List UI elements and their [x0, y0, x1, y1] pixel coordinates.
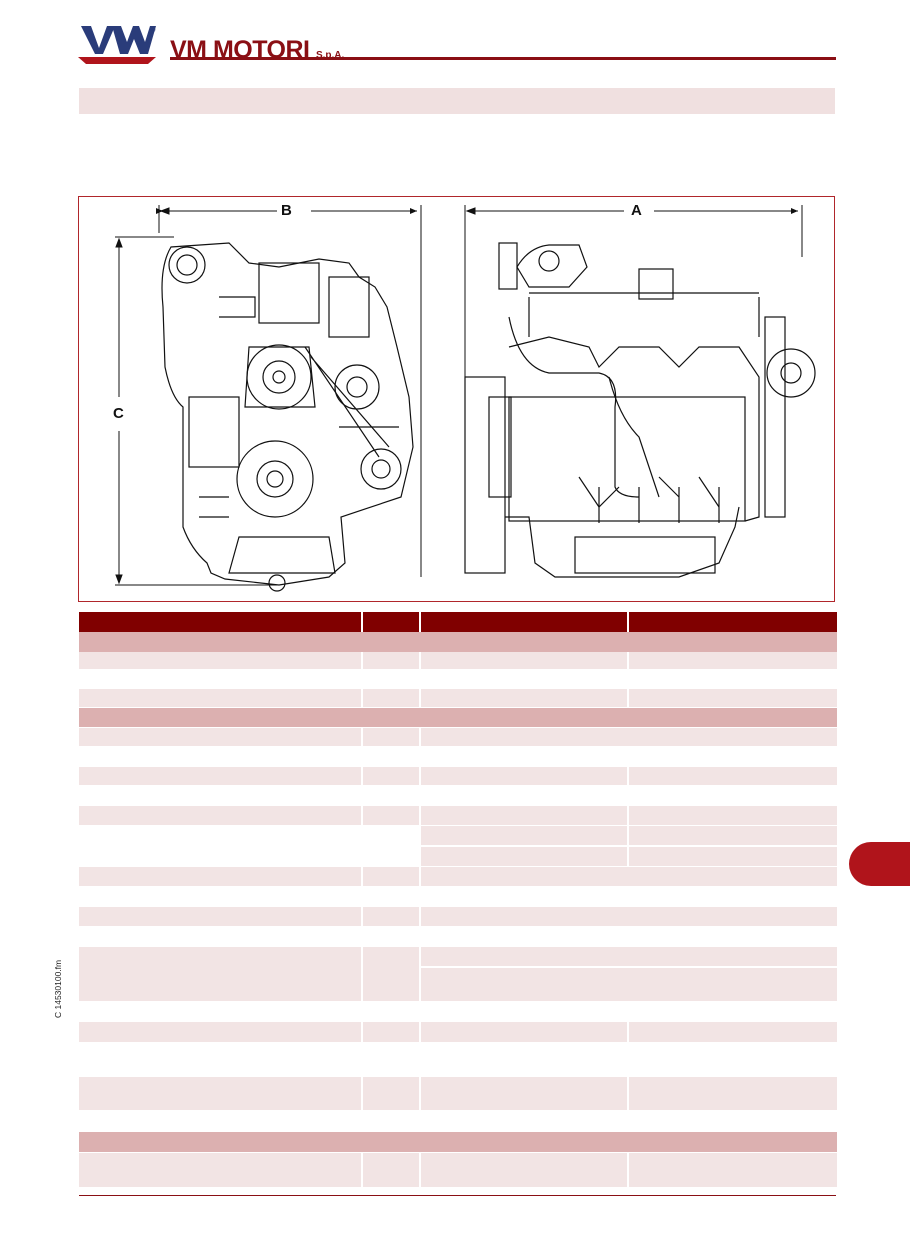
dimension-c-label: C — [113, 405, 124, 422]
table-row — [79, 670, 837, 688]
document-code: C 14530100.fm — [53, 959, 63, 1018]
engine-front-view-icon — [161, 242, 414, 592]
table-row — [79, 786, 837, 805]
table-row — [79, 747, 837, 766]
table-section-row — [79, 708, 837, 727]
dimension-b-arrow — [156, 205, 422, 577]
vm-logo: ® — [78, 26, 156, 64]
table-header-cell — [421, 612, 627, 632]
brand-name: VM MOTORI S.p.A. — [170, 36, 345, 64]
engine-dimension-figure: B A C — [78, 196, 835, 602]
table-section-row — [79, 1132, 837, 1152]
table-header-row — [79, 612, 837, 632]
table-row — [79, 1043, 837, 1076]
table-row — [79, 907, 837, 926]
engine-side-view-icon — [464, 242, 816, 578]
table-row — [79, 1111, 837, 1130]
table-header-cell — [363, 612, 419, 632]
table-row — [79, 652, 837, 669]
table-row — [79, 1077, 837, 1110]
header-rule — [170, 57, 836, 60]
table-row — [79, 1002, 837, 1021]
dimension-c-arrow — [115, 236, 279, 586]
table-section-row — [79, 632, 837, 652]
table-row — [79, 728, 837, 746]
table-row — [79, 867, 837, 886]
table-row — [79, 947, 837, 1001]
table-row — [79, 689, 837, 707]
title-bar — [79, 88, 835, 114]
footer-rule — [79, 1195, 836, 1196]
table-row — [79, 887, 837, 906]
registered-mark: ® — [151, 27, 156, 34]
table-row — [79, 1153, 837, 1187]
table-row — [79, 826, 837, 866]
table-row — [79, 1022, 837, 1042]
dimension-a-label: A — [631, 202, 642, 219]
table-row — [79, 806, 837, 825]
table-header-cell — [629, 612, 837, 632]
engine-drawings — [115, 205, 816, 592]
table-header-cell — [79, 612, 361, 632]
dimension-a-arrow — [464, 205, 803, 573]
chapter-tab[interactable] — [849, 842, 910, 886]
table-row — [79, 767, 837, 785]
table-row — [79, 927, 837, 946]
dimension-b-label: B — [281, 202, 292, 219]
